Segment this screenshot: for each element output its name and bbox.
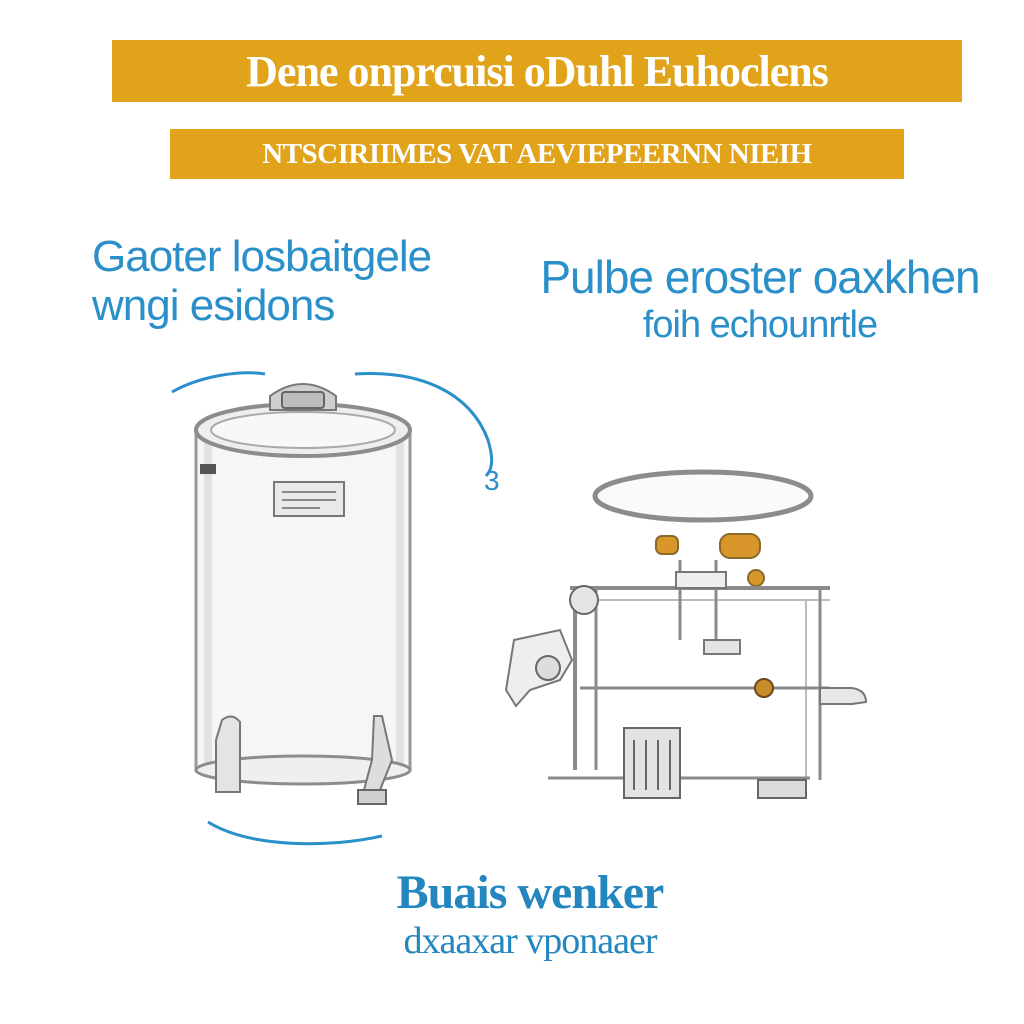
subtitle-banner: NTSCIRIIMES VAT AEVIEPEERNN NIEIH xyxy=(170,129,904,179)
page-title: Dene onprcuisi oDuhl Euhoclens xyxy=(246,46,829,96)
bottom-caption-line-1: Buais wenker xyxy=(396,866,665,919)
arc-top-right xyxy=(354,372,494,478)
left-caption-line-1: Gaoter losbaitgele xyxy=(92,232,432,281)
pump-assembly xyxy=(504,469,868,799)
bottom-caption: Buais wenker dxaaxar vponaaer xyxy=(330,866,730,962)
arc-top-left xyxy=(171,371,266,394)
arc-bottom xyxy=(207,820,383,846)
tank-drain-valve-left xyxy=(215,715,241,793)
title-banner: Dene onprcuisi oDuhl Euhoclens xyxy=(112,40,962,102)
water-heater-tank xyxy=(194,383,412,805)
pressure-gauge-left xyxy=(655,535,679,555)
arrow-label: 3 xyxy=(484,465,500,496)
base-nameplate xyxy=(757,779,807,799)
right-caption-line-1: Pulbe eroster oaxkhen xyxy=(540,251,980,303)
pressure-gauge-right xyxy=(719,533,761,559)
page-subtitle: NTSCIRIIMES VAT AEVIEPEERNN NIEIH xyxy=(262,137,812,170)
right-caption-line-2: foih echounrtle xyxy=(642,303,878,346)
right-caption: Pulbe eroster oaxkhen foih echounrtle xyxy=(520,251,1000,346)
control-panel xyxy=(623,727,681,799)
pump-top-ring xyxy=(592,469,814,523)
outlet-pipe xyxy=(819,687,868,705)
bottom-caption-line-2: dxaaxar vponaaer xyxy=(403,919,657,962)
left-caption: Gaoter losbaitgele wngi esidons xyxy=(92,232,432,331)
left-caption-line-2: wngi esidons xyxy=(92,281,335,331)
